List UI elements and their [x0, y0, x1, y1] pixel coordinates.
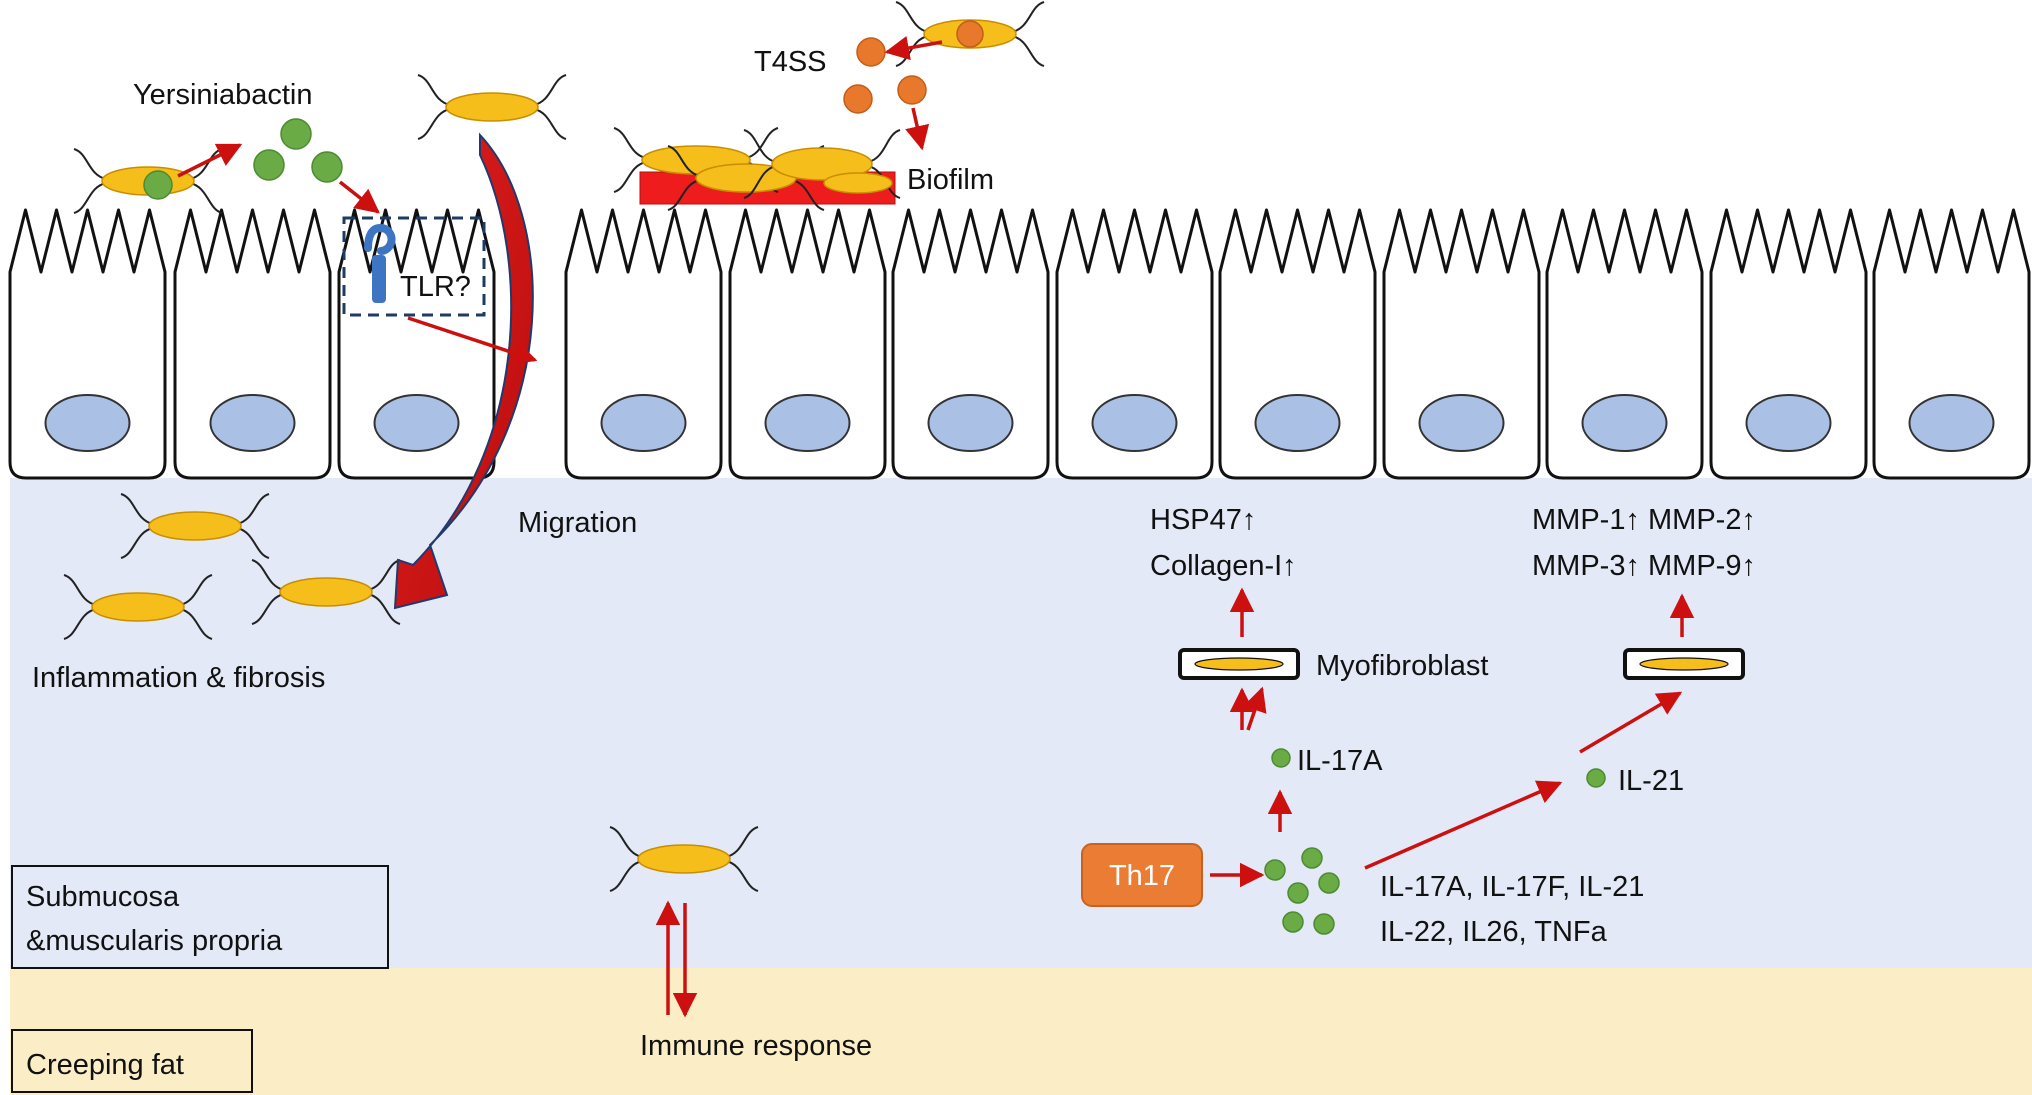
creeping-fat-layer: [10, 968, 2032, 1095]
biofilm-bacteria: [613, 127, 901, 211]
molecule-dot-icon: [1318, 872, 1340, 894]
t4ss-label: T4SS: [754, 46, 827, 78]
cytokines-row2-label: IL-22, IL26, TNFa: [1380, 916, 1608, 948]
nucleus-icon: [209, 394, 296, 452]
molecules-group: [143, 20, 1606, 935]
rod-bacterium-icon: [251, 559, 401, 625]
mmp-row1-label: MMP-1↑ MMP-2↑: [1532, 504, 1756, 536]
nucleus-icon: [1418, 394, 1505, 452]
myofibroblast-left: [1178, 648, 1300, 680]
rod-bacterium-icon: [120, 493, 270, 559]
molecule-dot-icon: [1271, 748, 1291, 768]
creeping-fat-box: [11, 1029, 253, 1093]
molecule-dot-icon: [1287, 882, 1309, 904]
migration-label: Migration: [518, 507, 637, 539]
rod-bacterium-icon: [667, 145, 825, 211]
submucosa-label-line1: Submucosa: [26, 881, 180, 913]
biofilm-label: Biofilm: [907, 164, 994, 196]
molecule-dot-icon: [1586, 768, 1606, 788]
creeping-fat-label: Creeping fat: [26, 1049, 184, 1081]
nucleus-icon: [1581, 394, 1668, 452]
red-arrow: [338, 180, 380, 214]
nucleus-icon: [1745, 394, 1832, 452]
arrows-group: [177, 36, 1695, 1018]
t4ss-effector-icon: [856, 37, 886, 67]
immune-response-label: Immune response: [640, 1030, 872, 1062]
curved-arrow-icon: [393, 132, 534, 610]
red-arrow: [407, 316, 538, 365]
molecule-dot-icon: [1313, 913, 1335, 935]
nucleus-icon: [764, 394, 851, 452]
nucleus-icon: [1254, 394, 1341, 452]
nucleus-icon: [600, 394, 687, 452]
red-arrow: [1579, 691, 1683, 754]
molecule-dot-icon: [1301, 847, 1323, 869]
cytokines-row1-label: IL-17A, IL-17F, IL-21: [1380, 871, 1644, 903]
t4ss-effector-icon: [956, 20, 984, 48]
rod-bacterium-icon: [823, 172, 893, 194]
red-arrow: [884, 36, 943, 61]
th17-cell: [1081, 843, 1203, 907]
nucleus-icon: [927, 394, 1014, 452]
t4ss-effector-icon: [843, 84, 873, 114]
rod-bacterium-icon: [63, 574, 213, 640]
nucleus-icon: [44, 394, 131, 452]
t4ss-effector-icon: [897, 75, 927, 105]
collagen-label: Collagen-I↑: [1150, 550, 1297, 582]
rod-bacterium-icon: [609, 826, 759, 892]
mmp-row2-label: MMP-3↑ MMP-9↑: [1532, 550, 1756, 582]
il17a-label: IL-17A: [1297, 745, 1383, 777]
inflammation-label: Inflammation & fibrosis: [32, 662, 325, 694]
myofibroblast-label: Myofibroblast: [1316, 650, 1488, 682]
myofibroblast-right: [1623, 648, 1745, 680]
tlr-receptor-icon: [364, 223, 396, 303]
red-arrow: [1243, 686, 1267, 731]
rod-bacterium-icon: [417, 74, 567, 140]
red-arrow: [177, 143, 243, 178]
red-arrow: [905, 107, 930, 151]
th17-label: Th17: [1109, 860, 1175, 892]
molecule-dot-icon: [280, 118, 312, 150]
rod-bacterium-icon: [743, 129, 901, 199]
molecule-dot-icon: [143, 170, 173, 200]
molecule-dot-icon: [311, 151, 343, 183]
molecule-dot-icon: [253, 149, 285, 181]
il21-label: IL-21: [1618, 765, 1684, 797]
nucleus-icon: [373, 394, 460, 452]
tlr-highlight-box: [342, 216, 486, 317]
epithelium: [8, 208, 2031, 480]
tlr-label: TLR?: [400, 271, 471, 303]
molecule-dot-icon: [1282, 911, 1304, 933]
hsp47-label: HSP47↑: [1150, 504, 1256, 536]
bacteria-group: [63, 1, 1045, 892]
nucleus-icon: [1908, 394, 1995, 452]
yersiniabactin-label: Yersiniabactin: [133, 79, 313, 111]
molecule-dot-icon: [1264, 859, 1286, 881]
nucleus-icon: [1091, 394, 1178, 452]
submucosa-label-line2: &muscularis propria: [26, 925, 283, 957]
red-arrow: [1364, 780, 1563, 870]
submucosa-box: [11, 865, 389, 969]
